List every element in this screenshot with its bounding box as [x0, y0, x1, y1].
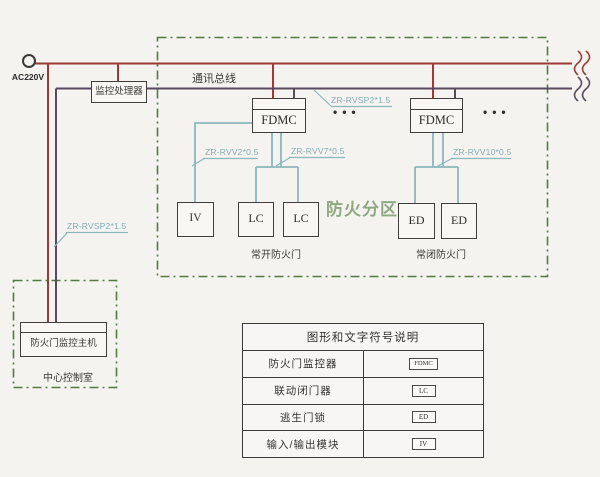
- escape-lock-right-label: ED: [451, 213, 467, 227]
- power-lines: [30, 62, 572, 322]
- door-closer-left-label: LC: [248, 211, 264, 225]
- fdmc-right-top-strip: [411, 99, 462, 110]
- control-room-dashed-border: [12, 279, 118, 389]
- bus-line-break-icon: [573, 76, 591, 102]
- fdmc-controller-right-box: FDMC: [410, 98, 463, 133]
- monitoring-processor-box: 监控处理器: [91, 81, 147, 103]
- legend-symbol-lc: LC: [411, 384, 436, 397]
- symbol-legend-table: 图形和文字符号说明 防火门监控器 FDMC 联动闭门器 LC 逃生门锁 ED 输…: [242, 323, 484, 458]
- lc-cable-spec: ZR-RVV7*0.5: [291, 146, 345, 156]
- door-closer-right-box: LC: [283, 202, 319, 237]
- table-row: 防火门监控器 FDMC: [243, 351, 483, 378]
- normally-closed-door-caption: 常闭防火门: [416, 250, 466, 261]
- legend-label-ed: 逃生门锁: [243, 404, 364, 431]
- table-row: 联动闭门器 LC: [243, 377, 483, 405]
- cable-leader-lines: [53, 89, 511, 248]
- door-closer-left-box: LC: [238, 202, 274, 237]
- power-source-label: AC220V: [11, 72, 45, 82]
- legend-label-lc: 联动闭门器: [243, 377, 364, 404]
- bus-cable-spec: ZR-RVSP2*1.5: [331, 95, 391, 105]
- signal-lines: [194, 122, 459, 203]
- fdmc-controller-left-box: FDMC: [252, 98, 306, 133]
- more-devices-dots-right: •••: [483, 105, 511, 119]
- io-module-label: IV: [189, 212, 202, 224]
- bus-lines: [55, 87, 572, 322]
- communication-bus-label: 通讯总线: [192, 73, 236, 85]
- fdmc-left-top-strip: [253, 99, 305, 110]
- fdmc-right-label: FDMC: [418, 113, 455, 127]
- host-top-strip: [21, 323, 106, 333]
- legend-label-fdmc: 防火门监控器: [243, 351, 364, 377]
- monitoring-processor-label: 监控处理器: [95, 86, 143, 97]
- table-row: 输入/输出模块 IV: [243, 431, 483, 457]
- escape-lock-right-box: ED: [441, 203, 477, 239]
- legend-symbol-iv: IV: [411, 438, 436, 451]
- legend-symbol-fdmc: FDMC: [409, 357, 438, 370]
- escape-lock-left-box: ED: [398, 203, 435, 239]
- iv-cable-spec: ZR-RVV2*0.5: [205, 147, 259, 157]
- door-closer-right-label: LC: [293, 211, 309, 225]
- monitoring-host-label: 防火门监控主机: [30, 338, 97, 349]
- escape-lock-left-label: ED: [408, 213, 425, 227]
- fire-zone-label: 防火分区: [326, 200, 398, 219]
- power-terminal-icon: [22, 54, 36, 68]
- normally-open-door-caption: 常开防火门: [251, 250, 301, 261]
- legend-label-iv: 输入/输出模块: [243, 431, 364, 457]
- ed-cable-spec: ZR-RVV10*0.5: [453, 147, 512, 157]
- control-room-caption: 中心控制室: [43, 373, 93, 384]
- fire-zone-dashed-border: [156, 36, 549, 278]
- monitoring-host-box: 防火门监控主机: [20, 322, 107, 357]
- host-cable-spec: ZR-RVSP2*1.5: [67, 221, 127, 231]
- legend-symbol-ed: ED: [411, 411, 436, 424]
- legend-title: 图形和文字符号说明: [243, 324, 483, 351]
- table-row: 逃生门锁 ED: [243, 404, 483, 432]
- power-line-break-icon: [573, 50, 591, 76]
- more-devices-dots-left: •••: [333, 105, 361, 119]
- io-module-box: IV: [177, 202, 214, 237]
- fdmc-left-label: FDMC: [261, 113, 297, 127]
